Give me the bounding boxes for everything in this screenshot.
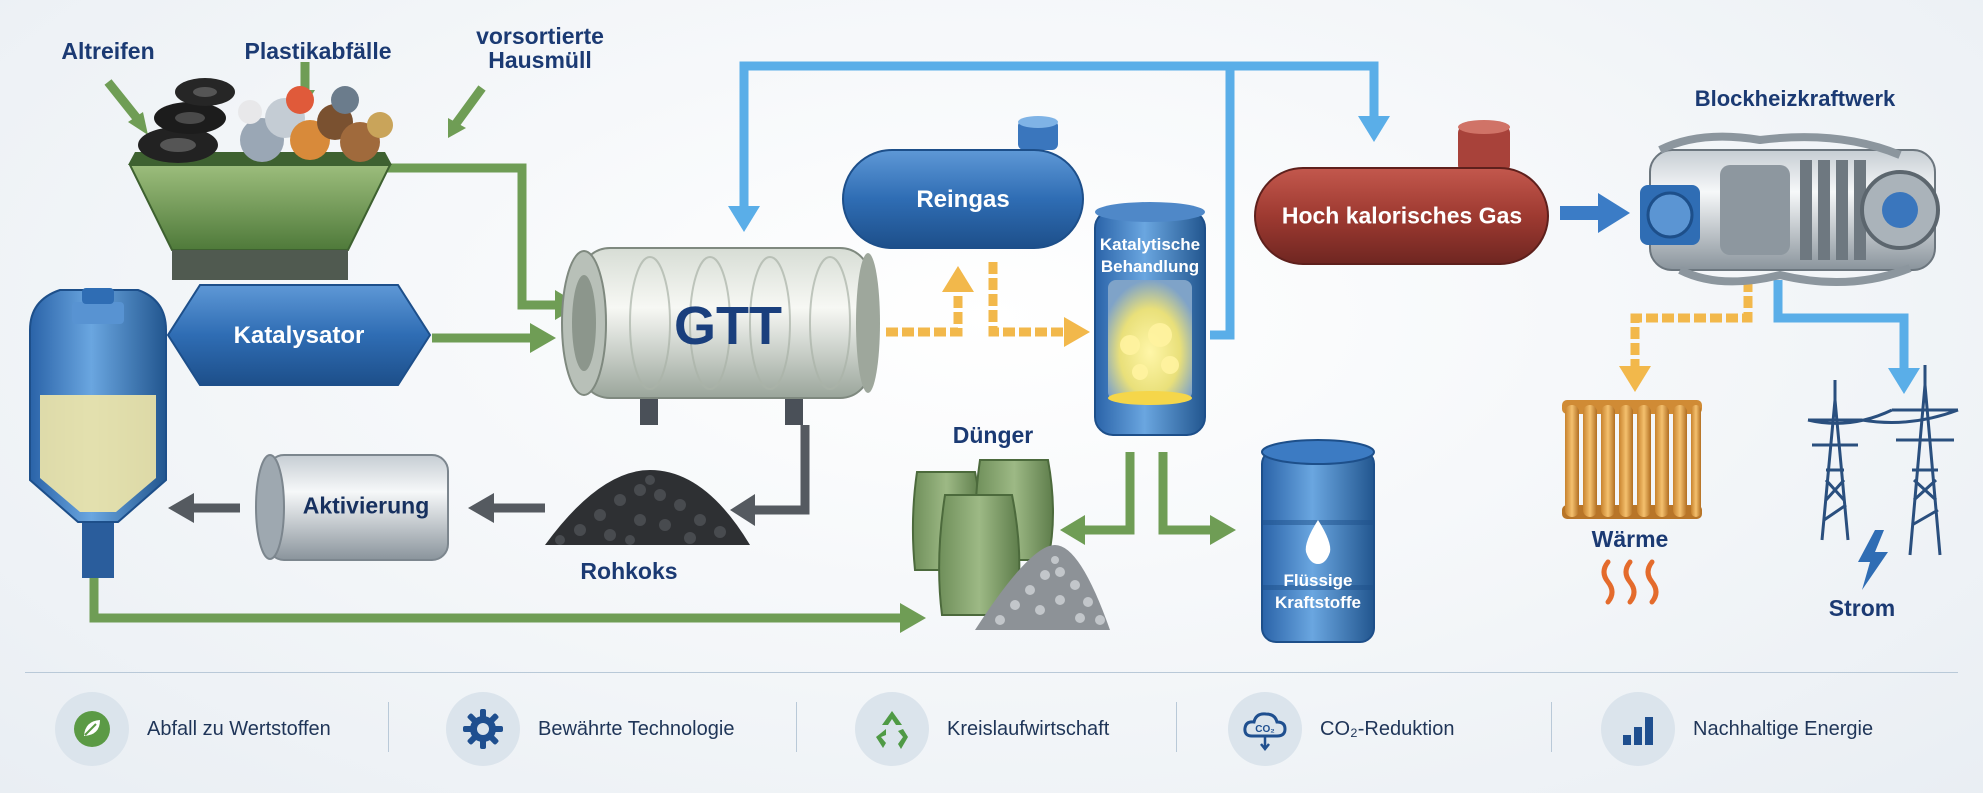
fertilizer-sacks bbox=[911, 459, 1054, 616]
raw-coke-pile bbox=[545, 470, 750, 545]
label-heat: Wärme bbox=[1591, 526, 1669, 552]
yellow-arrows bbox=[886, 262, 1753, 370]
grey-arrows bbox=[190, 425, 810, 515]
heat-waves bbox=[1601, 559, 1659, 605]
power-pylons bbox=[1807, 365, 1959, 556]
gear-icon bbox=[446, 692, 520, 766]
radiator bbox=[1562, 400, 1702, 519]
bar-chart-icon bbox=[1601, 692, 1675, 766]
high-calorific-gas-tank bbox=[1254, 120, 1549, 265]
footer-separator bbox=[796, 702, 797, 752]
label-high-gas: Hoch kalorisches Gas bbox=[1281, 202, 1523, 229]
green-arrows bbox=[89, 62, 1210, 623]
feature-label: Nachhaltige Energie bbox=[1693, 717, 1874, 740]
feature-co2-reduction: CO₂ CO₂-Reduktion bbox=[1228, 690, 1454, 768]
feature-label: Bewährte Technologie bbox=[538, 717, 735, 740]
label-tires: Altreifen bbox=[61, 38, 155, 64]
label-plastic: Plastikabfälle bbox=[244, 38, 392, 64]
lightning-icon bbox=[1858, 530, 1888, 590]
waste-pile bbox=[138, 78, 393, 163]
footer-separator bbox=[1551, 702, 1552, 752]
footer-divider bbox=[25, 672, 1958, 673]
gtt-reactor bbox=[561, 247, 880, 425]
blue-arrows bbox=[739, 61, 1909, 372]
blue-dark-arrow bbox=[1560, 193, 1630, 233]
catalyst-hexagon bbox=[166, 284, 432, 386]
feature-label: Kreislaufwirtschaft bbox=[947, 717, 1110, 740]
label-catalyst: Katalysator bbox=[233, 322, 365, 349]
label-household: vorsortierte Hausmüll bbox=[476, 23, 604, 73]
feature-waste-to-value: Abfall zu Wertstoffen bbox=[55, 690, 331, 768]
label-raw-coke: Rohkoks bbox=[580, 558, 678, 584]
recycle-icon bbox=[855, 692, 929, 766]
svg-text:CO₂: CO₂ bbox=[1255, 724, 1274, 735]
feature-circular-economy: Kreislaufwirtschaft bbox=[855, 690, 1109, 768]
fuel-barrel bbox=[1261, 439, 1375, 643]
feature-label: CO₂-Reduktion bbox=[1320, 717, 1455, 740]
co2-cloud-icon: CO₂ bbox=[1228, 692, 1302, 766]
carbon-silo bbox=[29, 288, 167, 578]
label-fuels: Flüssige Kraftstoffe bbox=[1275, 571, 1361, 612]
catalytic-vessel bbox=[1094, 202, 1206, 436]
label-activation: Aktivierung bbox=[302, 492, 430, 519]
clean-gas-tank bbox=[842, 116, 1084, 249]
activation-cylinder bbox=[255, 454, 449, 561]
drop-icon bbox=[1305, 520, 1331, 564]
fertilizer-granules bbox=[975, 545, 1110, 630]
footer-separator bbox=[1176, 702, 1177, 752]
feature-proven-technology: Bewährte Technologie bbox=[446, 690, 734, 768]
footer-separator bbox=[388, 702, 389, 752]
label-reactor: GTT bbox=[674, 296, 782, 356]
label-fertilizer: Dünger bbox=[952, 422, 1034, 448]
feature-label: Abfall zu Wertstoffen bbox=[147, 717, 331, 740]
label-catalytic: Katalytische Behandlung bbox=[1099, 235, 1201, 276]
waste-hopper bbox=[128, 152, 392, 280]
chp-engine bbox=[1640, 132, 1940, 287]
label-clean-gas: Reingas bbox=[916, 186, 1010, 213]
leaf-icon bbox=[55, 692, 129, 766]
feature-sustainable-energy: Nachhaltige Energie bbox=[1601, 690, 1873, 768]
label-chp: Blockheizkraftwerk bbox=[1694, 86, 1896, 111]
label-power: Strom bbox=[1828, 595, 1896, 621]
